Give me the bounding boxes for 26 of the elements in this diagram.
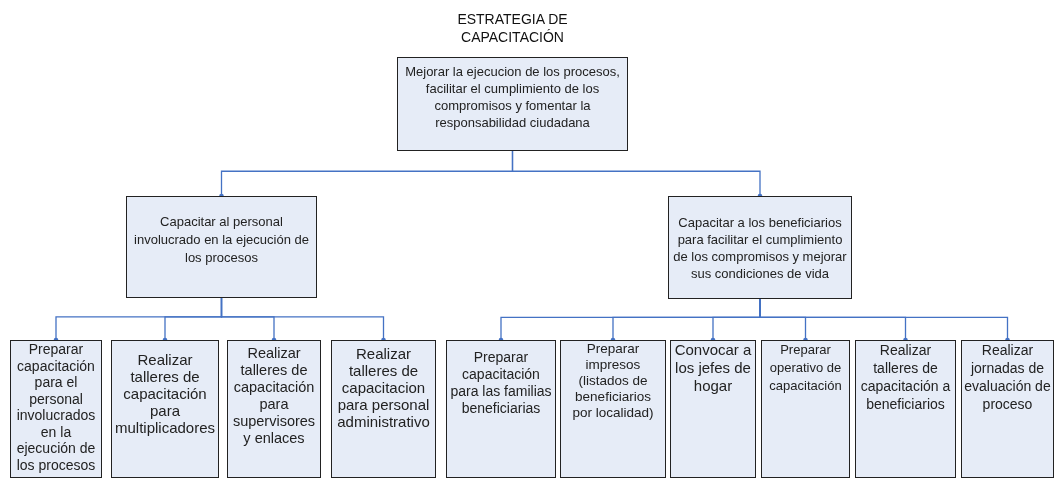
box-text: Realizar talleres de capacitación para supervisores y enlaces [231,345,317,447]
box-text: Preparar impresos (listados de beneficiarios por localidad) [571,341,655,421]
box-text: Capacitar al personal involucrado en la ejecución de los procesos [133,213,310,267]
box-text: Convocar a los jefes de hogar [674,341,752,395]
process-box [331,340,436,478]
process-box [855,340,956,478]
box-text: Preparar capacitación para las familias beneficiarias [450,349,552,417]
box-text: Mejorar la ejecucion de los procesos, facilitar el cumplimiento de los compromisos y fomentar la responsabilidad ciudadana [404,63,621,131]
process-box [761,340,850,478]
box-text: Realizar talleres de capacitacion para personal administrativo [336,345,431,430]
process-box [111,340,219,478]
process-box [560,340,666,478]
process-box [446,340,556,478]
box-text: Realizar talleres de capacitación para multiplicadores [115,351,216,436]
box-text: Realizar jornadas de evaluación de proceso [964,341,1051,413]
box-text: Capacitar a los beneficiarios para facilitar el cumplimiento de los compromisos y mejorar sus condiciones de vida [673,213,847,282]
process-box [668,196,852,299]
box-text: Preparar capacitación para el personal involucrados en la ejecución de los procesos [15,341,97,473]
box-text: Preparar operativo de capacitación [768,341,843,395]
diagram-title: ESTRATEGIA DE CAPACITACIÓN [456,10,569,46]
box-text: Realizar talleres de capacitación a beneficiarios [859,341,952,413]
process-box [227,340,321,478]
process-box [397,57,628,151]
process-box [126,196,317,298]
process-box [670,340,756,478]
process-box [961,340,1054,478]
